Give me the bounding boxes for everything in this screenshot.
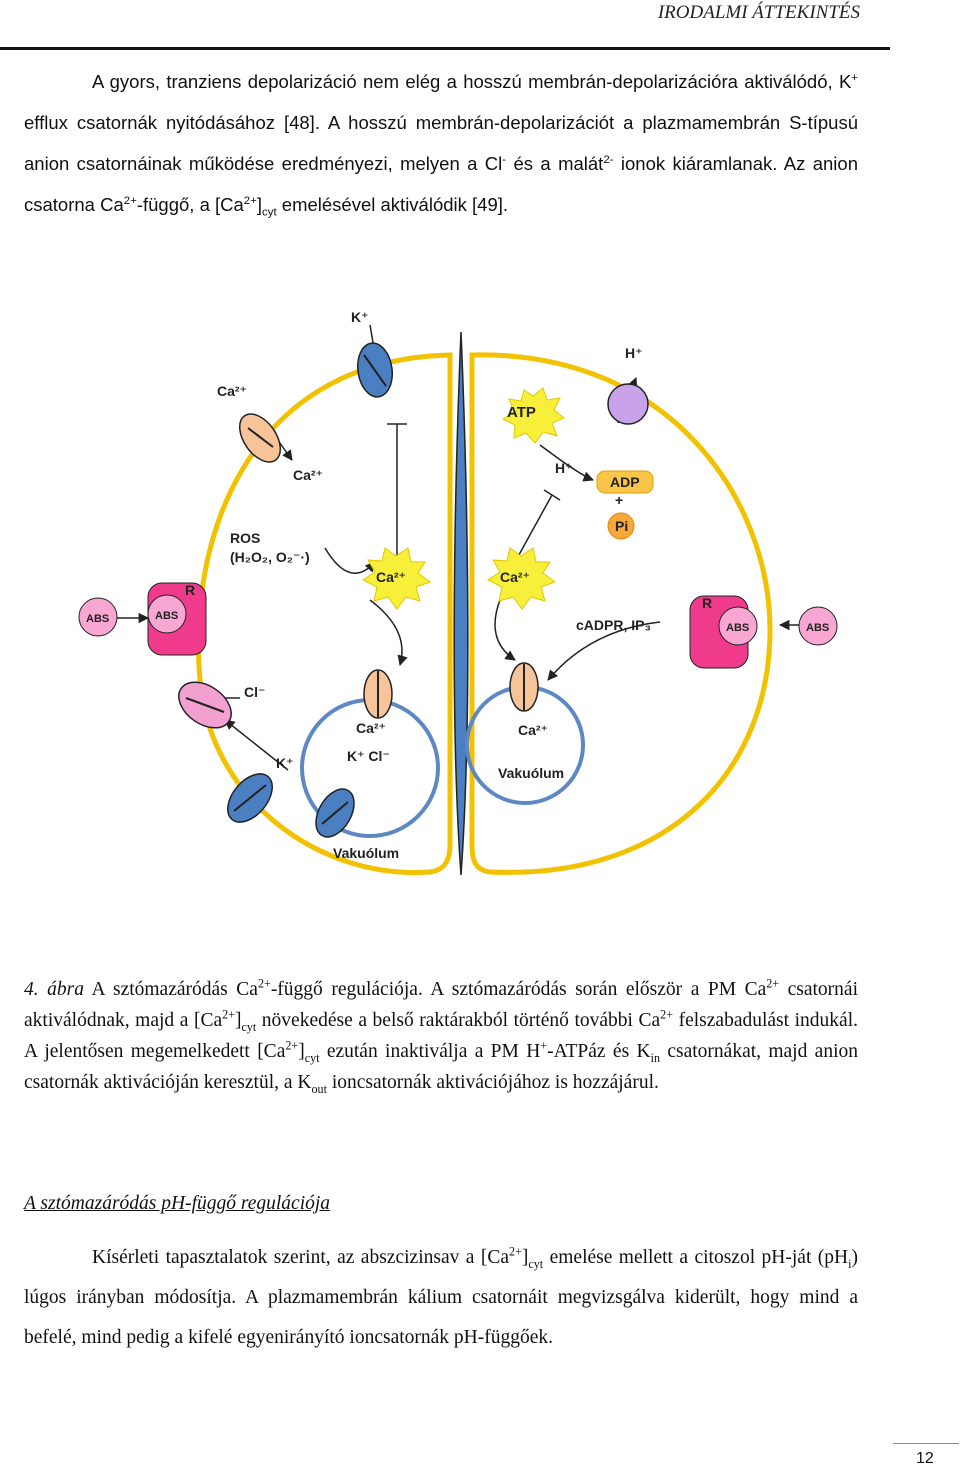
label-abs-outer-left: ABS [86,613,109,625]
label-pi: Pi [615,518,628,534]
arrow-k-out [224,719,289,771]
inhibition-line-h [514,494,553,563]
label-k-cl: K⁺ Cl⁻ [347,748,390,764]
header-rule [0,47,890,50]
label-atp: ATP [507,404,536,421]
label-cl: Cl⁻ [244,684,265,700]
atp-burst-icon [501,387,565,444]
label-abs-outer-right: ABS [806,622,829,634]
label-vakuolum-left: Vakuólum [333,845,399,861]
label-k-top: K⁺ [351,309,369,325]
stomatal-pore [453,331,469,876]
label-abs-bound-right: ABS [726,622,749,634]
ca-channel-vacuole-right-icon [509,662,539,712]
adp-box [596,470,654,494]
label-r-right: R [702,595,712,611]
label-h-inner: H⁺ [555,460,573,476]
abs-outer-right-icon [798,606,838,646]
h-atpase-pump-icon [607,383,649,425]
label-cadpr: cADPR, IP₃ [576,617,651,633]
abs-bound-left-icon [147,594,187,634]
label-abs-bound-left: ABS [155,610,178,622]
pi-circle [607,512,635,540]
right-guard-cell-wall [469,352,773,875]
abs-outer-left-icon [78,597,118,637]
section-title: A sztómazáródás pH-függő regulációja [24,1193,331,1214]
k-channel-top-icon [357,342,393,398]
label-ros-species: (H₂O₂, O₂⁻·) [230,549,310,565]
label-k-lower: K⁺ [276,755,294,771]
kcl-channel-vacuole-icon [315,788,355,838]
label-plus: + [615,492,623,508]
abs-bound-right-icon [718,606,758,646]
footer-rule [893,1443,959,1444]
arrow-ros-ca [324,547,376,574]
label-ros: ROS [230,530,260,546]
label-ca-vac-right: Ca²⁺ [518,722,548,738]
label-adp: ADP [610,474,640,490]
ca-channel-vacuole-left-icon [363,669,393,719]
label-ca-burst-left: Ca²⁺ [376,569,406,585]
label-ca-vac-left: Ca²⁺ [356,720,386,736]
stomatal-closure-diagram: K⁺ H⁺ Ca²⁺ ATP Ca²⁺ H⁺ ADP + Pi ROS (H₂O… [78,309,838,876]
ca-burst-left-icon [362,547,432,610]
label-r-left: R [185,582,195,598]
label-ca-inner-left: Ca²⁺ [293,467,323,483]
paragraph-ph-regulation: Kísérleti tapasztalatok szerint, az absz… [24,1244,858,1348]
arrow-cadpr [547,621,661,681]
ca-channel-top-icon [238,413,282,463]
label-ca-burst-right: Ca²⁺ [500,569,530,585]
label-h-top: H⁺ [625,345,643,361]
label-vakuolum-right: Vakuólum [498,765,564,781]
k-channel-lower-icon [227,773,273,823]
running-header: IRODALMI ÁTTEKINTÉS [657,2,860,23]
arrow-to-vacuole-right [494,599,516,661]
label-ca-top: Ca²⁺ [217,383,247,399]
paragraph-abs-depolarization: A gyors, tranziens depolarizáció nem elé… [24,71,858,219]
page-number: 12 [916,1450,934,1467]
cl-channel-icon [178,681,232,729]
inhibition-cap-h [543,489,561,501]
arrow-to-vacuole-left [369,599,408,667]
arrow-atp-adp [539,444,594,482]
figure-caption: 4. ábra A sztómazáródás Ca2+-függő regul… [24,976,859,1096]
ca-burst-right-icon [487,547,557,610]
